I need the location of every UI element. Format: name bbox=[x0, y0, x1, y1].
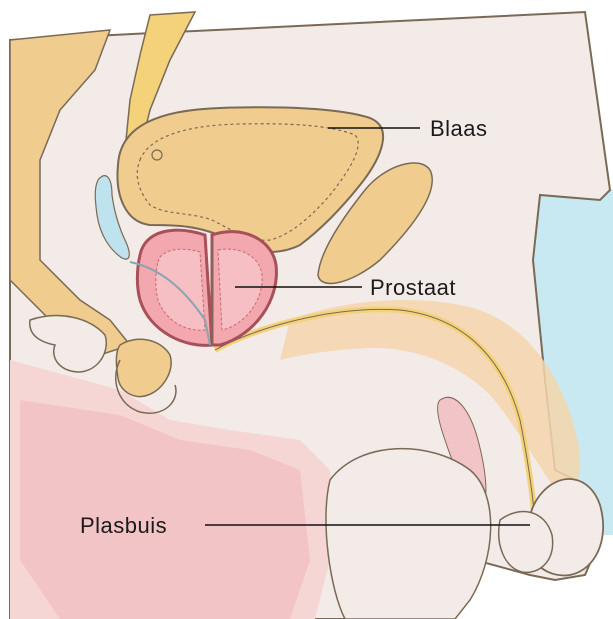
scrotum bbox=[326, 449, 491, 619]
urethra-label: Plasbuis bbox=[80, 513, 167, 538]
prostate-label: Prostaat bbox=[370, 275, 456, 300]
bladder-label: Blaas bbox=[430, 116, 488, 141]
